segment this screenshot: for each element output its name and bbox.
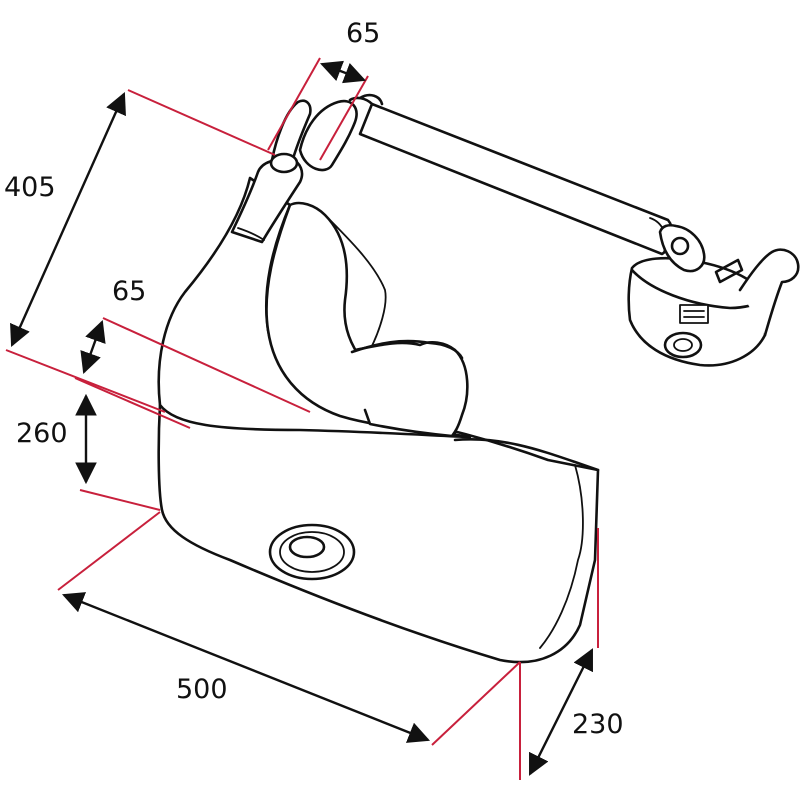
label-spout-offset: 65 [346, 18, 380, 49]
dim-line-230 [528, 648, 594, 776]
extension-lines [5, 57, 599, 780]
bowl-drain-lobe [353, 340, 469, 438]
ext-left-spout-65 [267, 57, 321, 151]
label-base-height: 260 [16, 418, 68, 449]
dimension-labels: 405 65 260 500 230 65 [4, 18, 624, 740]
elbow-joint [298, 99, 358, 172]
feed-pipe [358, 102, 674, 256]
base-body [157, 403, 600, 664]
push-button-center [673, 338, 693, 352]
base-top-edge [453, 438, 600, 472]
ext-bottom-405 [5, 349, 166, 413]
label-depth: 230 [572, 709, 624, 740]
dimension-lines [10, 60, 594, 776]
label-width: 500 [176, 674, 228, 705]
valve-spring [714, 258, 744, 284]
front-coupling-ring [279, 531, 345, 573]
ext-bottom-65 [74, 377, 191, 429]
ext-bottom-260 [79, 489, 161, 511]
dim-line-spout-65 [319, 60, 367, 84]
push-button [663, 331, 703, 359]
spout-neck-seam [237, 227, 265, 241]
label-overall-height: 405 [4, 172, 56, 203]
base-corner-line [539, 464, 584, 649]
bubbler-nozzle [269, 152, 299, 174]
dim-line-500 [61, 592, 431, 743]
dim-line-65 [80, 319, 106, 375]
valve-label-plate [679, 304, 709, 324]
drinking-fountain [157, 93, 800, 664]
front-coupling-hole [288, 535, 326, 559]
bowl-inner-contour [324, 214, 387, 351]
ext-left-500 [57, 511, 161, 591]
ext-top-405 [127, 89, 276, 156]
bowl-drain-rim [350, 339, 464, 360]
valve-inlet-port [670, 236, 690, 256]
ext-right-spout-65 [319, 75, 369, 161]
dim-line-405 [10, 92, 126, 347]
ext-top-65 [102, 317, 311, 413]
ext-right-500 [431, 661, 521, 746]
valve-label-text [683, 310, 705, 318]
valve-lever [738, 248, 800, 337]
label-basin-rim: 65 [112, 276, 146, 307]
